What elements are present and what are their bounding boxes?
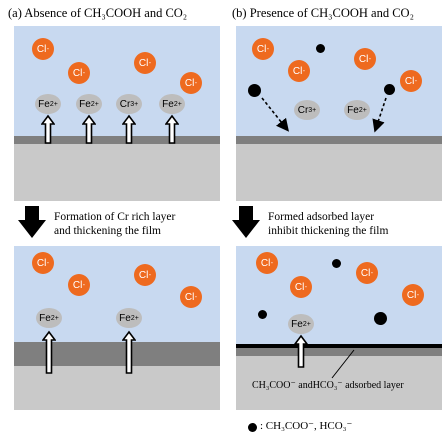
metal-substrate <box>14 144 220 201</box>
panel-b-title: (b) Presence of CH₃COOH and CO₂ <box>232 6 414 20</box>
adsorbate-molecule <box>332 259 341 268</box>
ion-release-arrow <box>122 114 136 144</box>
adsorbate-molecule <box>384 84 395 95</box>
legend-label: : CH₃COO⁻, HCO₃⁻ <box>260 420 353 432</box>
passive-film <box>236 136 442 144</box>
adsorbate-molecule <box>258 310 267 319</box>
ion-release-arrow <box>42 330 56 374</box>
adsorbate-molecule <box>248 84 261 97</box>
adsorbate-molecule <box>374 312 387 325</box>
chloride-ion: Cl- <box>400 70 422 92</box>
chloride-ion: Cl- <box>32 252 54 274</box>
chloride-ion: Cl- <box>134 264 156 286</box>
metal-substrate <box>236 144 442 201</box>
chloride-ion: Cl- <box>68 62 90 84</box>
chloride-ion: Cl- <box>252 38 274 60</box>
adsorbed-layer <box>236 344 442 348</box>
panel-a-title: (a) Absence of CH₃COOH and CO₂ <box>8 6 188 20</box>
chloride-ion: Cl- <box>354 48 376 70</box>
legend-dot-icon <box>248 423 257 432</box>
process-arrow-left <box>18 206 46 238</box>
adsorption-arrows <box>261 97 387 133</box>
passive-film <box>236 348 442 356</box>
ion-release-arrow <box>165 114 179 144</box>
chloride-ion: Cl- <box>356 262 378 284</box>
metal-substrate <box>236 356 442 410</box>
ion-release-arrow <box>82 114 96 144</box>
chloride-ion: Cl- <box>134 52 156 74</box>
layer-pointer-line <box>331 349 355 379</box>
left-arrow-caption: Formation of Cr rich layer and thickenin… <box>54 211 176 237</box>
chloride-ion: Cl- <box>68 274 90 296</box>
chloride-ion: Cl- <box>256 252 278 274</box>
chloride-ion: Cl- <box>32 38 54 60</box>
ion-release-arrow <box>41 114 55 144</box>
chloride-ion: Cl- <box>180 72 202 94</box>
ion-release-arrow <box>294 334 308 368</box>
chloride-ion: Cl- <box>402 284 424 306</box>
adsorbed-layer-label: CH₃COO⁻ andHCO₃⁻ adsorbed layer <box>252 380 404 391</box>
ion-release-arrow <box>122 330 136 374</box>
chloride-ion: Cl- <box>288 60 310 82</box>
right-arrow-caption: Formed adsorbed layer inhibit thickening… <box>268 211 389 237</box>
adsorbate-molecule <box>316 44 325 53</box>
process-arrow-right <box>232 206 260 238</box>
chloride-ion: Cl- <box>180 286 202 308</box>
chloride-ion: Cl- <box>290 276 312 298</box>
passive-film <box>14 136 220 144</box>
